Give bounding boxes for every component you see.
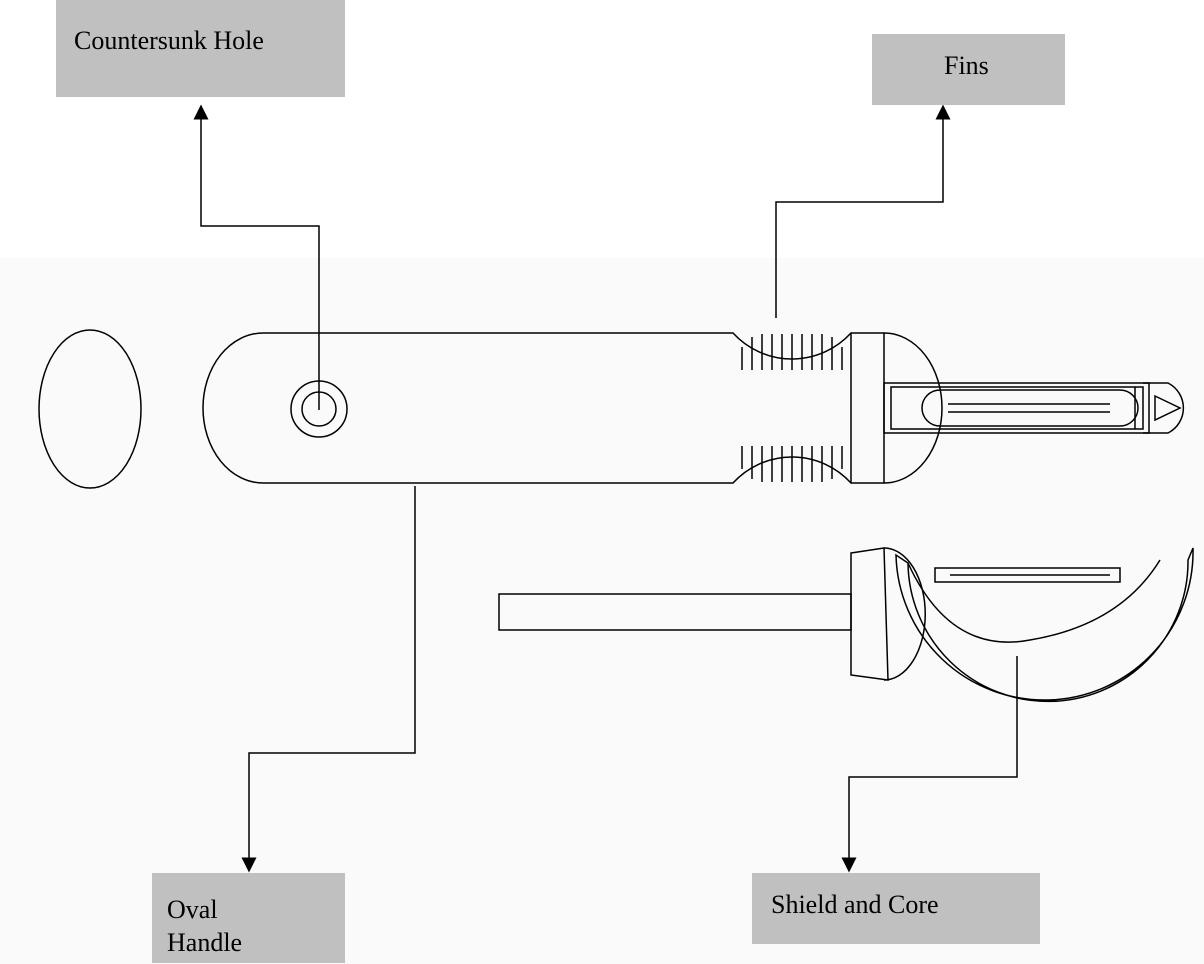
label-fins-text: Fins (944, 51, 989, 80)
label-shield-and-core: Shield and Core (752, 873, 1040, 944)
leader-fins (775, 104, 951, 318)
fins-bottom (741, 446, 843, 482)
label-shield-and-core-text: Shield and Core (771, 890, 939, 919)
label-fins: Fins (872, 34, 1065, 105)
label-countersunk-hole: Countersunk Hole (56, 0, 345, 97)
oval-end-cap (38, 329, 142, 489)
handle-body (202, 332, 885, 484)
leader-oval-handle (241, 486, 416, 873)
blade-holder-top-view (883, 382, 1185, 434)
leader-countersunk-hole (193, 104, 320, 410)
label-countersunk-hole-text: Countersunk Hole (74, 26, 264, 55)
label-oval-handle-line1: Oval (167, 895, 218, 924)
handle-head-cap (883, 332, 943, 484)
shield-and-core-side-view (498, 547, 1194, 703)
diagram-backdrop (0, 258, 1204, 964)
label-oval-handle: Oval Handle (152, 873, 345, 963)
fins-top (741, 334, 843, 370)
leader-shield-and-core (841, 656, 1018, 873)
label-oval-handle-line2: Handle (167, 928, 243, 958)
